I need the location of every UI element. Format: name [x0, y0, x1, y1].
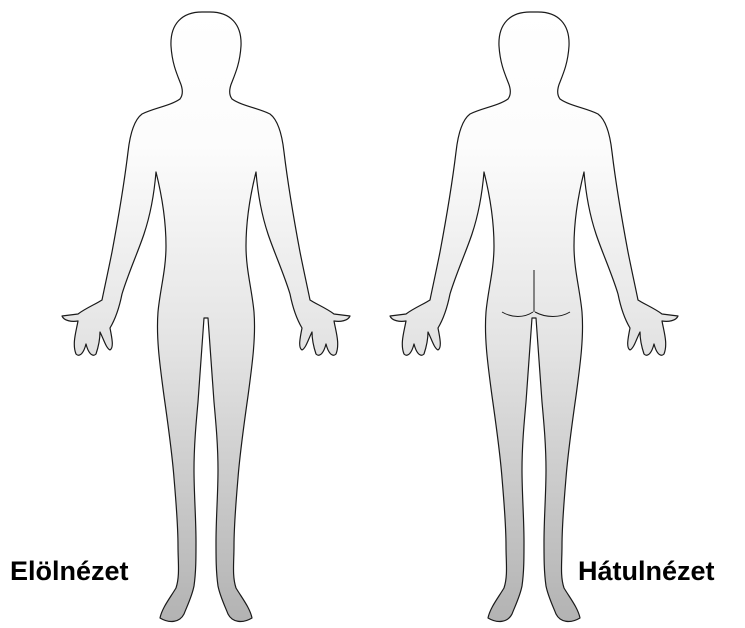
back-view-label: Hátulnézet [578, 558, 715, 585]
back-figure [390, 12, 678, 621]
front-view-label: Elölnézet [10, 558, 129, 585]
front-figure [62, 12, 350, 621]
